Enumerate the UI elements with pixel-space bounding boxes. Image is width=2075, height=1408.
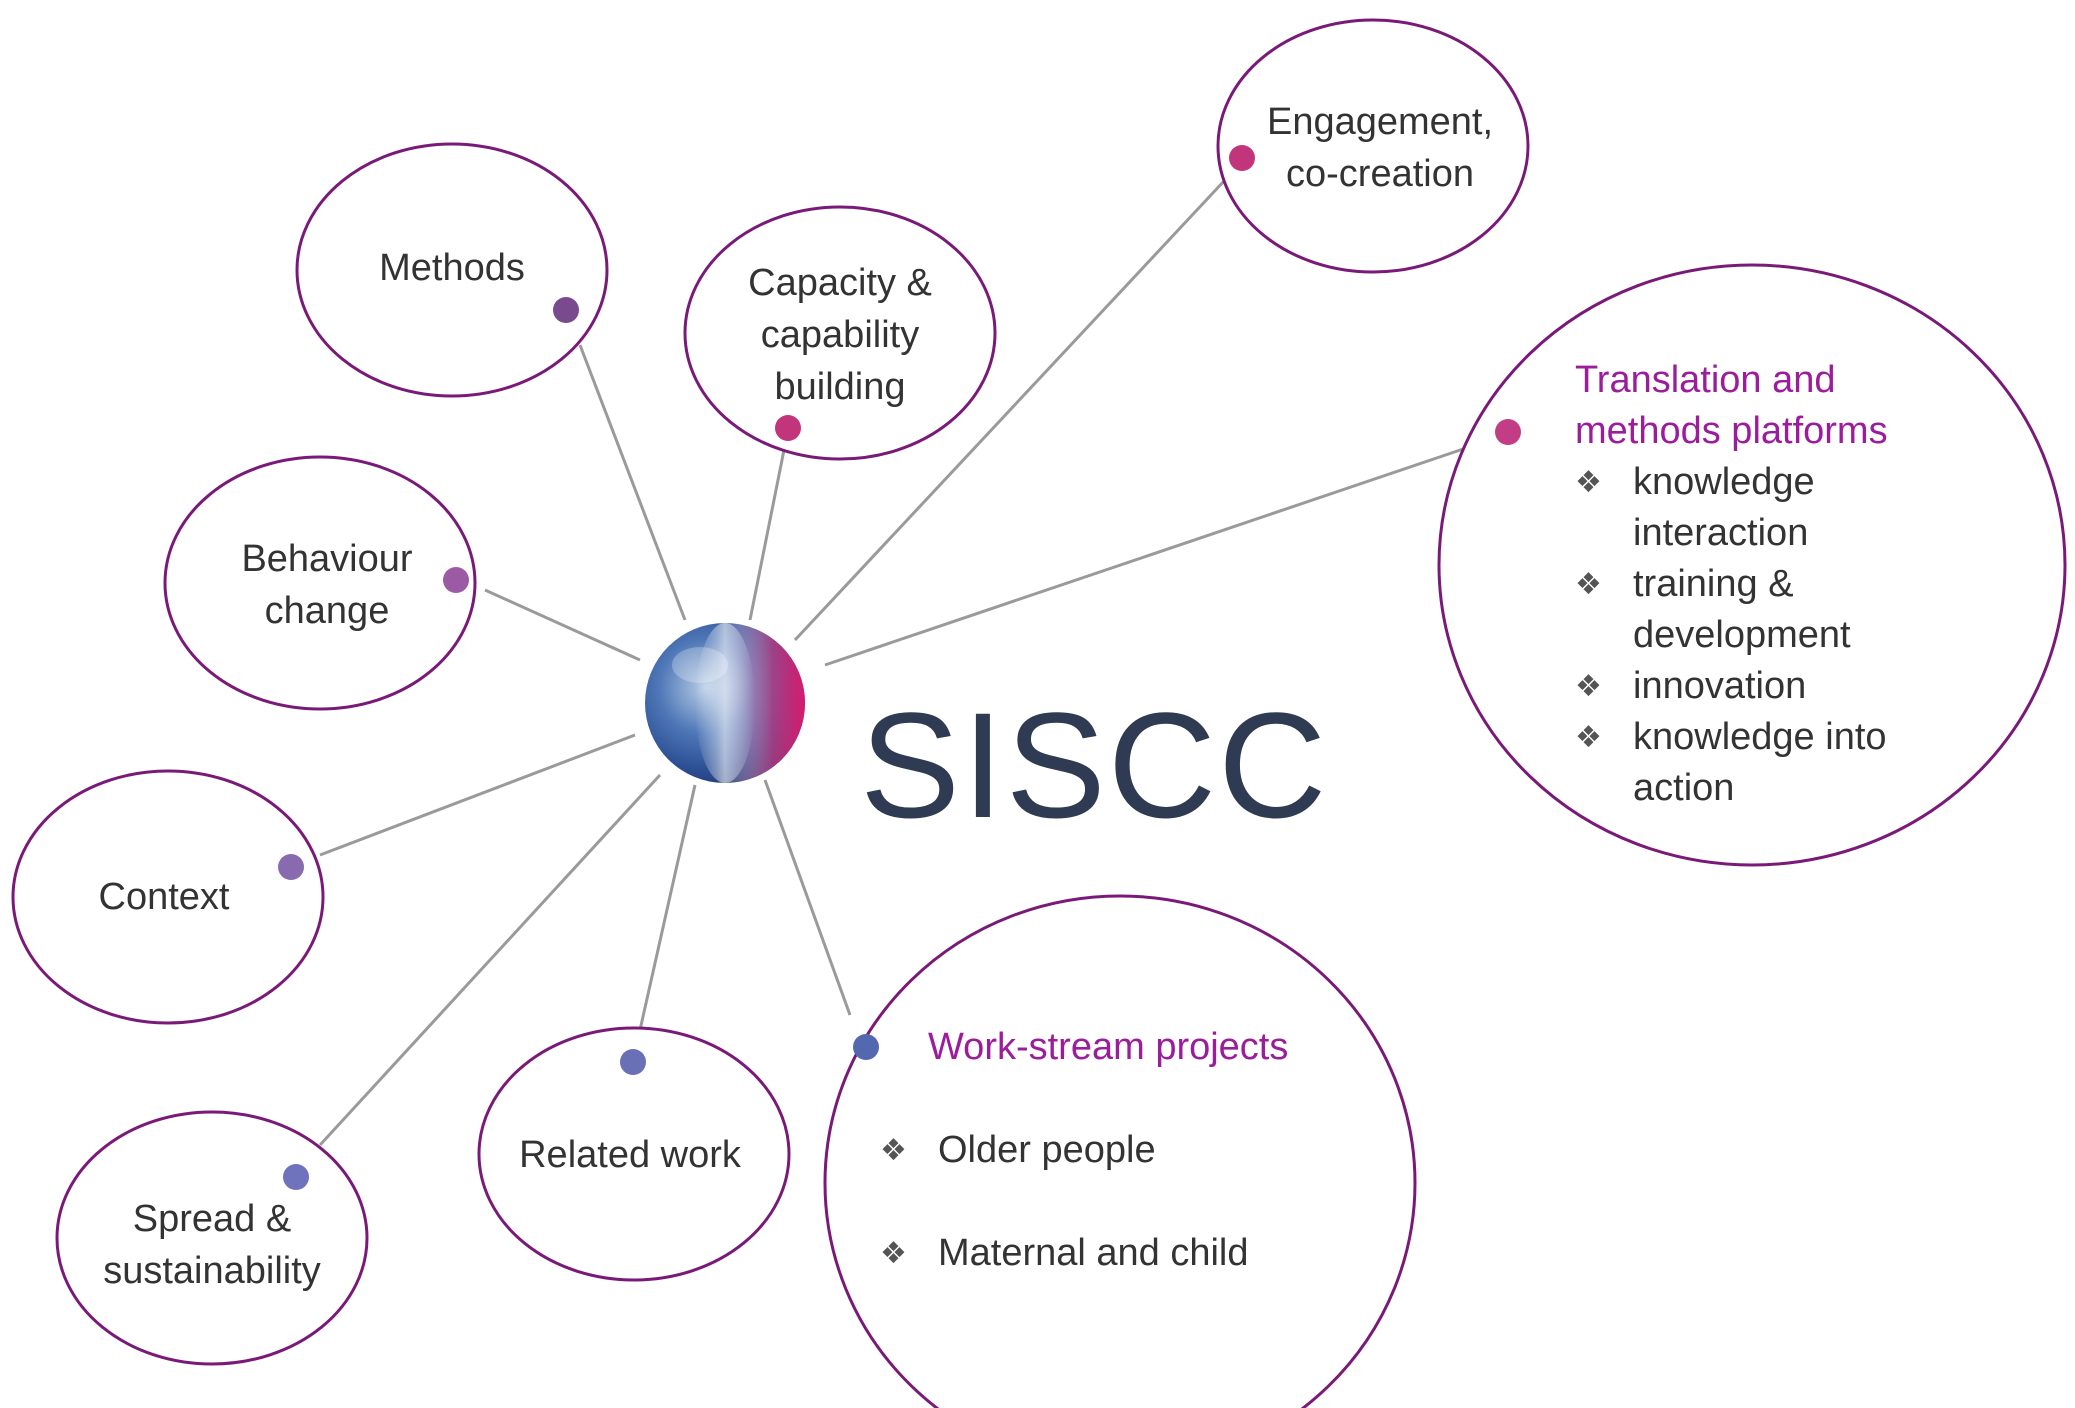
node-label-line: Related work: [519, 1134, 741, 1176]
dot-capacity: [775, 415, 801, 441]
dot-context: [278, 854, 304, 880]
node-label-related: Related work: [519, 1129, 741, 1181]
node-label-line: Context: [98, 876, 230, 918]
node-label-context: Context: [99, 871, 230, 923]
node-label-spread: Spread & sustainability: [103, 1193, 321, 1297]
node-label-line: co-creation: [1286, 153, 1474, 195]
bullet-text-line: development: [1633, 614, 1851, 656]
bullet-text-line: knowledge into: [1633, 716, 1887, 758]
node-circle-engagement: [1216, 18, 1530, 274]
bullet-diamond-icon: ❖: [880, 1237, 907, 1270]
node-label-methods: Methods: [379, 242, 525, 294]
workstream-bullet: ❖ Older people: [880, 1125, 1249, 1176]
dot-engagement: [1229, 145, 1255, 171]
node-circle-translation: [1437, 263, 2067, 867]
translation-bullet: ❖ training & development: [1575, 559, 1888, 661]
bullet-text: Maternal and child: [938, 1232, 1249, 1274]
translation-bullet: ❖ innovation: [1575, 661, 1888, 712]
bullet-text-line: knowledge: [1633, 461, 1815, 503]
node-circle-context: [11, 769, 325, 1025]
node-circle-capacity: [683, 205, 997, 461]
node-circle-methods: [295, 142, 609, 398]
node-label-line: Capacity &: [748, 262, 932, 304]
node-label-line: building: [774, 366, 906, 408]
workstream-bullet: ❖ Maternal and child: [880, 1228, 1249, 1279]
connector-related: [638, 784, 697, 1031]
node-label-line: Methods: [379, 247, 525, 289]
bullet-text: innovation: [1633, 661, 1806, 712]
node-label-line: Spread &: [132, 1198, 292, 1240]
node-label-capacity: Capacity & capability building: [748, 257, 932, 413]
dot-translation: [1495, 419, 1521, 445]
node-label-behaviour: Behaviour change: [241, 533, 412, 637]
bullet-text-line: innovation: [1633, 665, 1807, 707]
bullet-text: knowledge into action: [1633, 712, 1887, 814]
bullet-diamond-icon: ❖: [1575, 466, 1602, 499]
bullet-text: training & development: [1633, 559, 1851, 661]
bullet-diamond-icon: ❖: [880, 1134, 907, 1167]
workstream-title: Work-stream projects: [928, 1022, 1288, 1073]
node-label-line: capability: [760, 314, 920, 356]
dot-methods: [553, 297, 579, 323]
node-label-engagement: Engagement, co-creation: [1267, 96, 1493, 200]
connector-workstream: [763, 779, 852, 1016]
bullet-text: Older people: [938, 1129, 1156, 1171]
connector-spread: [318, 773, 662, 1147]
bullet-text: knowledge interaction: [1633, 457, 1815, 559]
node-circle-related: [477, 1026, 791, 1282]
node-circle-workstream: [823, 894, 1417, 1408]
translation-title-line: Translation and: [1575, 359, 1836, 401]
bullet-text-line: training &: [1633, 563, 1794, 605]
workstream-title-text: Work-stream projects: [928, 1026, 1289, 1068]
node-label-line: sustainability: [103, 1250, 321, 1292]
connector-translation: [824, 443, 1476, 667]
connector-capacity: [748, 444, 787, 621]
node-circle-behaviour: [163, 455, 477, 711]
workstream-bullet-list: ❖ Older people ❖ Maternal and child: [880, 1125, 1249, 1279]
connector-context: [319, 733, 636, 857]
dot-spread: [283, 1164, 309, 1190]
bullet-diamond-icon: ❖: [1575, 670, 1602, 703]
translation-bullet: ❖ knowledge into action: [1575, 712, 1888, 814]
dot-workstream: [853, 1034, 879, 1060]
bullet-diamond-icon: ❖: [1575, 721, 1602, 754]
node-label-line: Engagement,: [1266, 101, 1494, 143]
translation-title-line: methods platforms: [1575, 410, 1888, 452]
bullet-text-line: interaction: [1633, 512, 1809, 554]
hub-sphere-logo: [645, 623, 805, 783]
node-label-line: Behaviour: [241, 538, 413, 580]
translation-block: Translation and methods platforms ❖ know…: [1575, 355, 1888, 814]
bullet-text-line: action: [1633, 767, 1735, 809]
connector-methods: [578, 344, 687, 621]
connector-engagement: [793, 178, 1227, 642]
bullet-diamond-icon: ❖: [1575, 568, 1602, 601]
dot-related: [620, 1049, 646, 1075]
connector-behaviour: [484, 588, 641, 662]
dot-behaviour: [443, 567, 469, 593]
node-label-line: change: [264, 590, 390, 632]
brand-wordmark: SISCC: [860, 681, 1329, 849]
translation-bullet: ❖ knowledge interaction: [1575, 457, 1888, 559]
